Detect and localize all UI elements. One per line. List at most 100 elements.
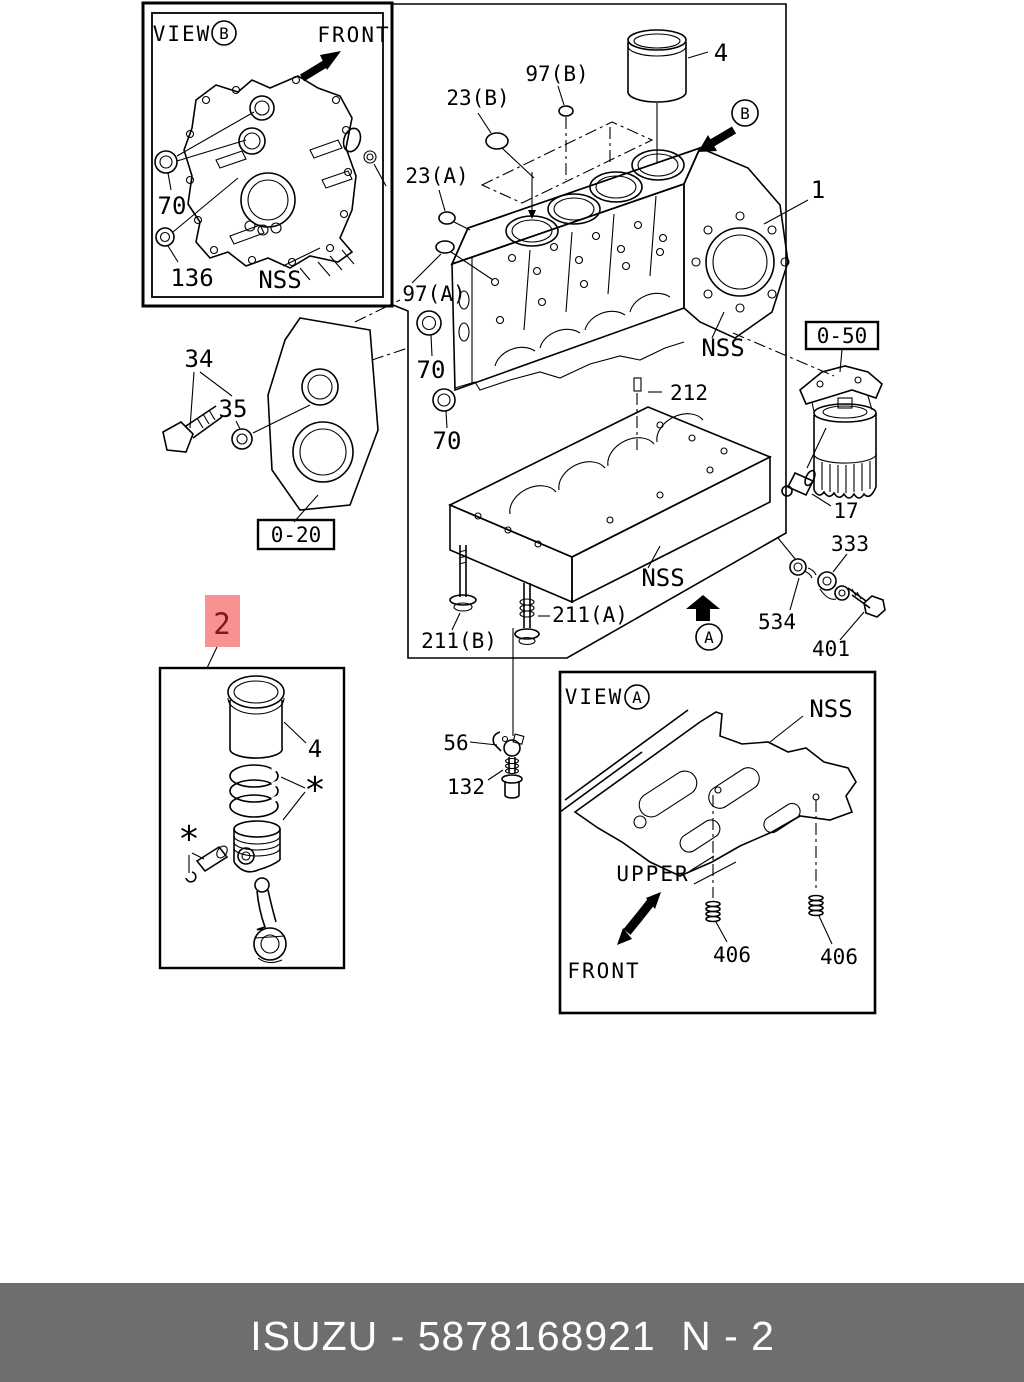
- footer-bar: ISUZU - 5878168921 N - 2: [0, 1283, 1024, 1382]
- callout-23a: 23(A): [405, 164, 468, 188]
- asterisk-mark-left: *: [178, 819, 200, 860]
- callout-132: 132: [447, 775, 485, 799]
- view-b-front-label: FRONT: [317, 23, 390, 47]
- block-holes: [490, 220, 668, 325]
- callout-nss-crankcase: NSS: [641, 564, 684, 592]
- piston-liner-drawing: [227, 675, 307, 759]
- callout-534: 534: [758, 610, 796, 634]
- bolt-132-part: [487, 757, 523, 799]
- callout-211a: 211(A): [552, 603, 628, 627]
- view-b-inset: VIEW B FRONT: [141, 1, 394, 308]
- cylinder-bores: [505, 149, 685, 247]
- bolt-401-part: [839, 587, 886, 641]
- cylinder-block-drawing: [450, 117, 790, 392]
- callout-212: 212: [670, 381, 708, 405]
- bolt-211a-part: [514, 583, 550, 646]
- plug-97a-part: [411, 240, 494, 284]
- footer-page-ref: N - 2: [681, 1313, 775, 1359]
- plug-97b-part: [557, 85, 574, 117]
- sensor-17-part: [781, 427, 832, 507]
- cover-bolt-holes: [185, 75, 353, 267]
- cover-hatching: [299, 249, 355, 281]
- spring-406-left-part: [705, 795, 728, 943]
- main-frame-border: [392, 3, 787, 659]
- block-bottom-view-drawing: [559, 709, 857, 877]
- fuel-filter-drawing: [799, 365, 883, 499]
- asterisk-mark-right: *: [304, 770, 326, 811]
- callout-23b: 23(B): [446, 86, 509, 110]
- piston-assembly-box: 4 * *: [158, 666, 346, 970]
- callout-1: 1: [811, 176, 825, 204]
- cylinder-liner-drawing: [627, 29, 709, 162]
- svg-text:2: 2: [213, 607, 230, 641]
- plug-23b-part: [477, 112, 535, 179]
- main-letter-a: A: [704, 628, 714, 647]
- timing-cover-drawing: [183, 75, 387, 281]
- callout-4-main: 4: [714, 39, 728, 67]
- crankcase-drawing: [448, 377, 772, 604]
- callout-nss-block: NSS: [701, 334, 744, 362]
- view-b-letter-badge: B: [211, 20, 237, 46]
- callout-vb-nss: NSS: [258, 266, 301, 294]
- view-a-title: VIEW: [565, 685, 624, 709]
- svg-text:A: A: [632, 688, 642, 707]
- piston-pin-drawing: [185, 845, 229, 883]
- seal-70-part: [154, 111, 255, 191]
- view-a-front-label: FRONT: [567, 959, 640, 983]
- plug-23a-part: [438, 189, 471, 231]
- callout-4-box2: 4: [308, 735, 322, 763]
- seal-70-upper-part: [416, 310, 442, 357]
- main-letter-b: B: [740, 104, 750, 123]
- clamp-56-part: [469, 731, 525, 757]
- plug-136-part: [155, 177, 239, 263]
- callout-97b: 97(B): [525, 62, 588, 86]
- callout-406-right: 406: [820, 945, 858, 969]
- connecting-rod-drawing: [253, 877, 287, 964]
- view-b-arrow-icon: [698, 126, 737, 152]
- plug-534-part: [789, 558, 817, 611]
- seal-70-lower-part: [432, 388, 456, 429]
- callout-401: 401: [812, 637, 850, 661]
- callout-333: 333: [831, 532, 869, 556]
- footer-catalog-code: ISUZU - 5878168921: [250, 1313, 655, 1359]
- piston-drawing: [233, 820, 281, 873]
- filter-pleats: [821, 461, 871, 493]
- flywheel-flange: [683, 146, 790, 339]
- crankcase-holes: [474, 421, 728, 548]
- callout-97a: 97(A): [402, 282, 465, 306]
- piston-rings-drawing: [229, 763, 306, 821]
- ref-box-0-50[interactable]: 0-50: [804, 320, 880, 351]
- view-a-upper-label: UPPER: [616, 862, 689, 886]
- callout-56: 56: [443, 731, 468, 755]
- view-b-title: VIEW: [153, 22, 212, 46]
- callout-70-lower: 70: [433, 427, 462, 455]
- svg-text:B: B: [219, 24, 229, 43]
- callout-34: 34: [185, 345, 214, 373]
- view-b-direction-marker: B: [698, 99, 759, 152]
- callout-17: 17: [833, 499, 858, 523]
- view-a-arrow-icon: [686, 595, 720, 621]
- svg-text:0-50: 0-50: [817, 324, 868, 348]
- washer-35-part: [231, 404, 311, 450]
- bolt-211b-part: [449, 545, 477, 631]
- clamp-333-part: [817, 553, 850, 601]
- ref-box-0-20[interactable]: 0-20: [256, 518, 336, 551]
- callout-211b: 211(B): [421, 629, 497, 653]
- cover-slots: [215, 139, 353, 245]
- callout-406-left: 406: [713, 943, 751, 967]
- spring-406-right-part: [808, 800, 833, 945]
- callout-vb-136: 136: [170, 264, 213, 292]
- bolt-34-part: [162, 371, 233, 453]
- callout-70-upper: 70: [417, 356, 446, 384]
- callout-vb-70: 70: [158, 192, 187, 220]
- upper-front-double-arrow-icon: [617, 892, 661, 945]
- block-ribs: [523, 195, 657, 331]
- svg-text:0-20: 0-20: [271, 523, 322, 547]
- block-web-arcs: [494, 292, 671, 367]
- front-direction-arrow-icon: [299, 51, 341, 82]
- highlighted-callout-2[interactable]: 2: [205, 595, 240, 647]
- callout-35: 35: [219, 395, 248, 423]
- callout-va-nss: NSS: [809, 695, 852, 723]
